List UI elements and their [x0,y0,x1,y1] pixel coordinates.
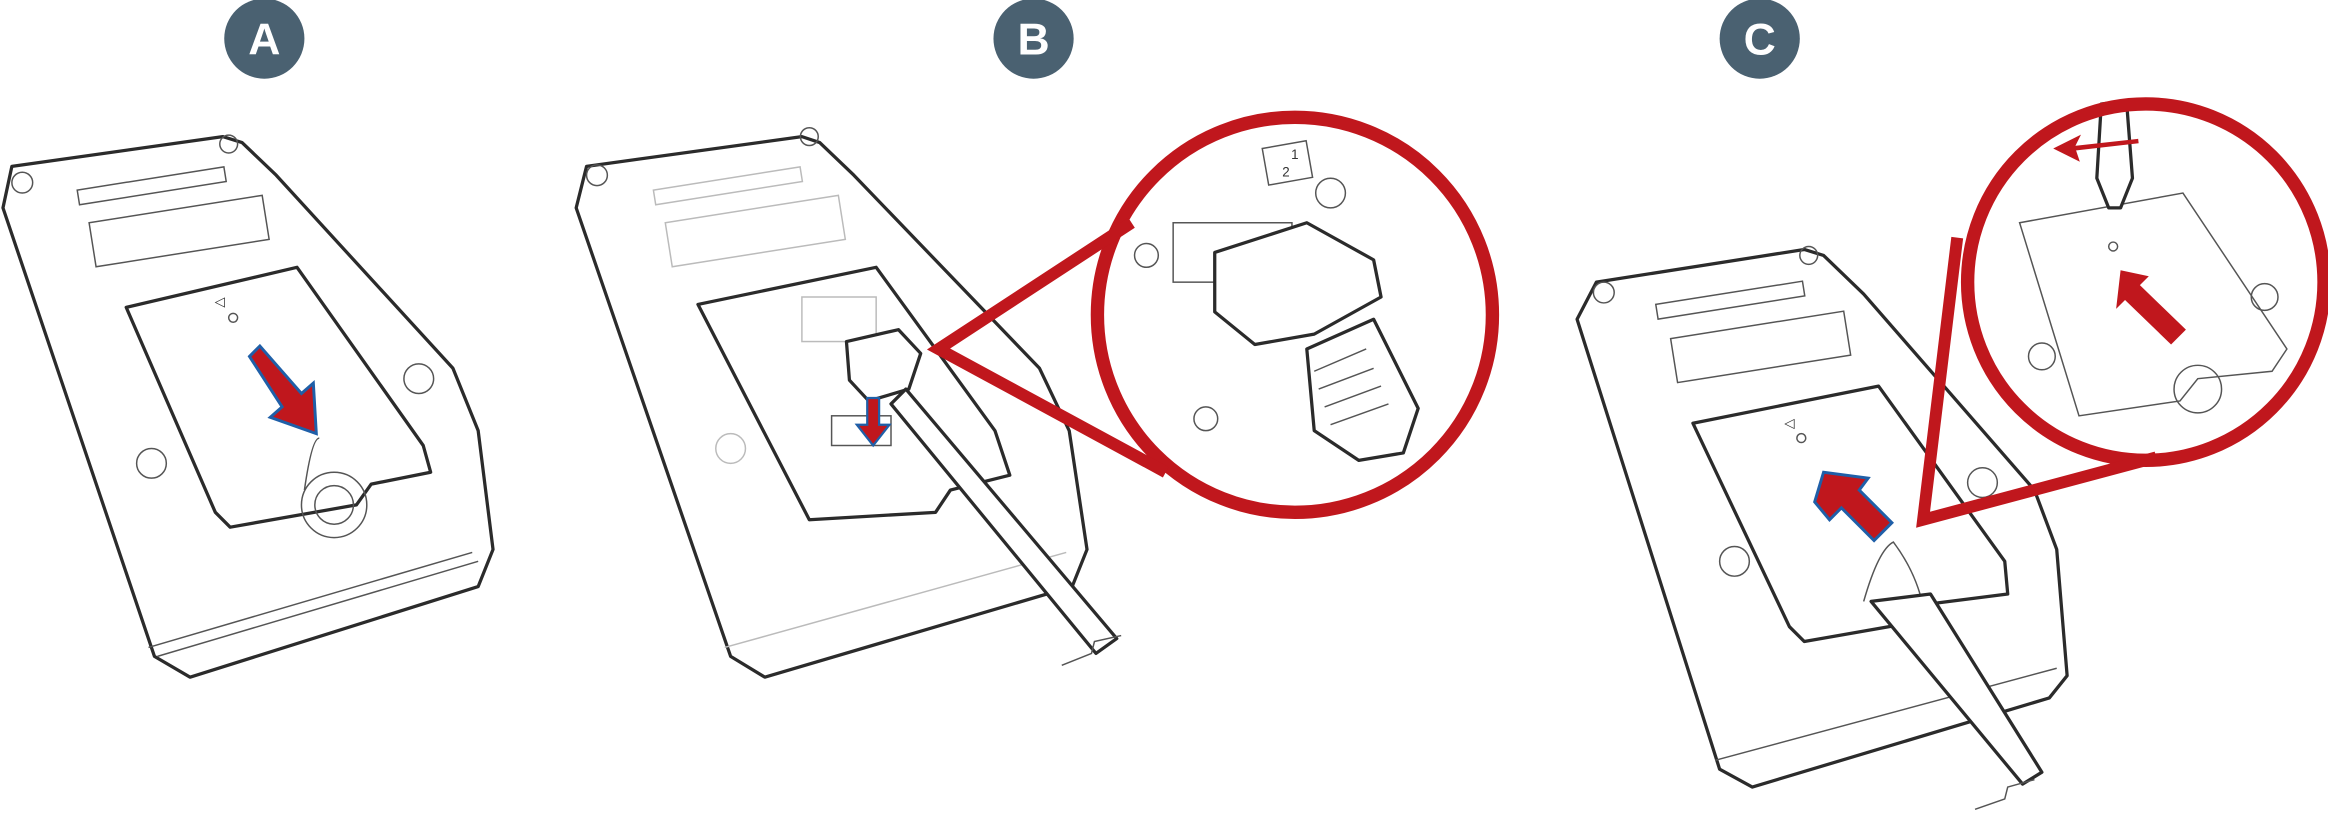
cable-connector [844,328,923,403]
sim-slot-2-label: 2 [1282,165,1289,180]
arrow-slide-icon [247,343,318,436]
svg-text:◁: ◁ [1784,416,1794,431]
arrow-down-icon [854,396,892,448]
arrow-up-icon [2116,270,2186,345]
cable-zoom [1305,317,1420,462]
device-c-terminal: ◁ [1575,245,2069,811]
device-b-terminal [574,126,1122,679]
device-a-terminal: ◁ [1,134,495,679]
step-c-label: C [1744,16,1776,65]
step-a-label: A [248,16,280,65]
step-c-badge: C [1719,0,1800,79]
step-a-badge: A [224,0,305,79]
cable [889,387,1119,656]
magnifier-c [1916,97,2328,528]
cable [1869,592,2044,786]
sim-slot-1-label: 1 [1291,147,1298,162]
connector-zoom [1213,221,1383,347]
rotate-arrow-icon [2053,134,2139,162]
step-b-label: B [1017,16,1049,65]
magnifier-b: 1 2 [926,110,1500,520]
step-b-badge: B [993,0,1074,79]
screwdriver-icon [2095,99,2135,210]
arrow-slide-icon [1813,470,1894,543]
svg-text:◁: ◁ [215,294,225,309]
